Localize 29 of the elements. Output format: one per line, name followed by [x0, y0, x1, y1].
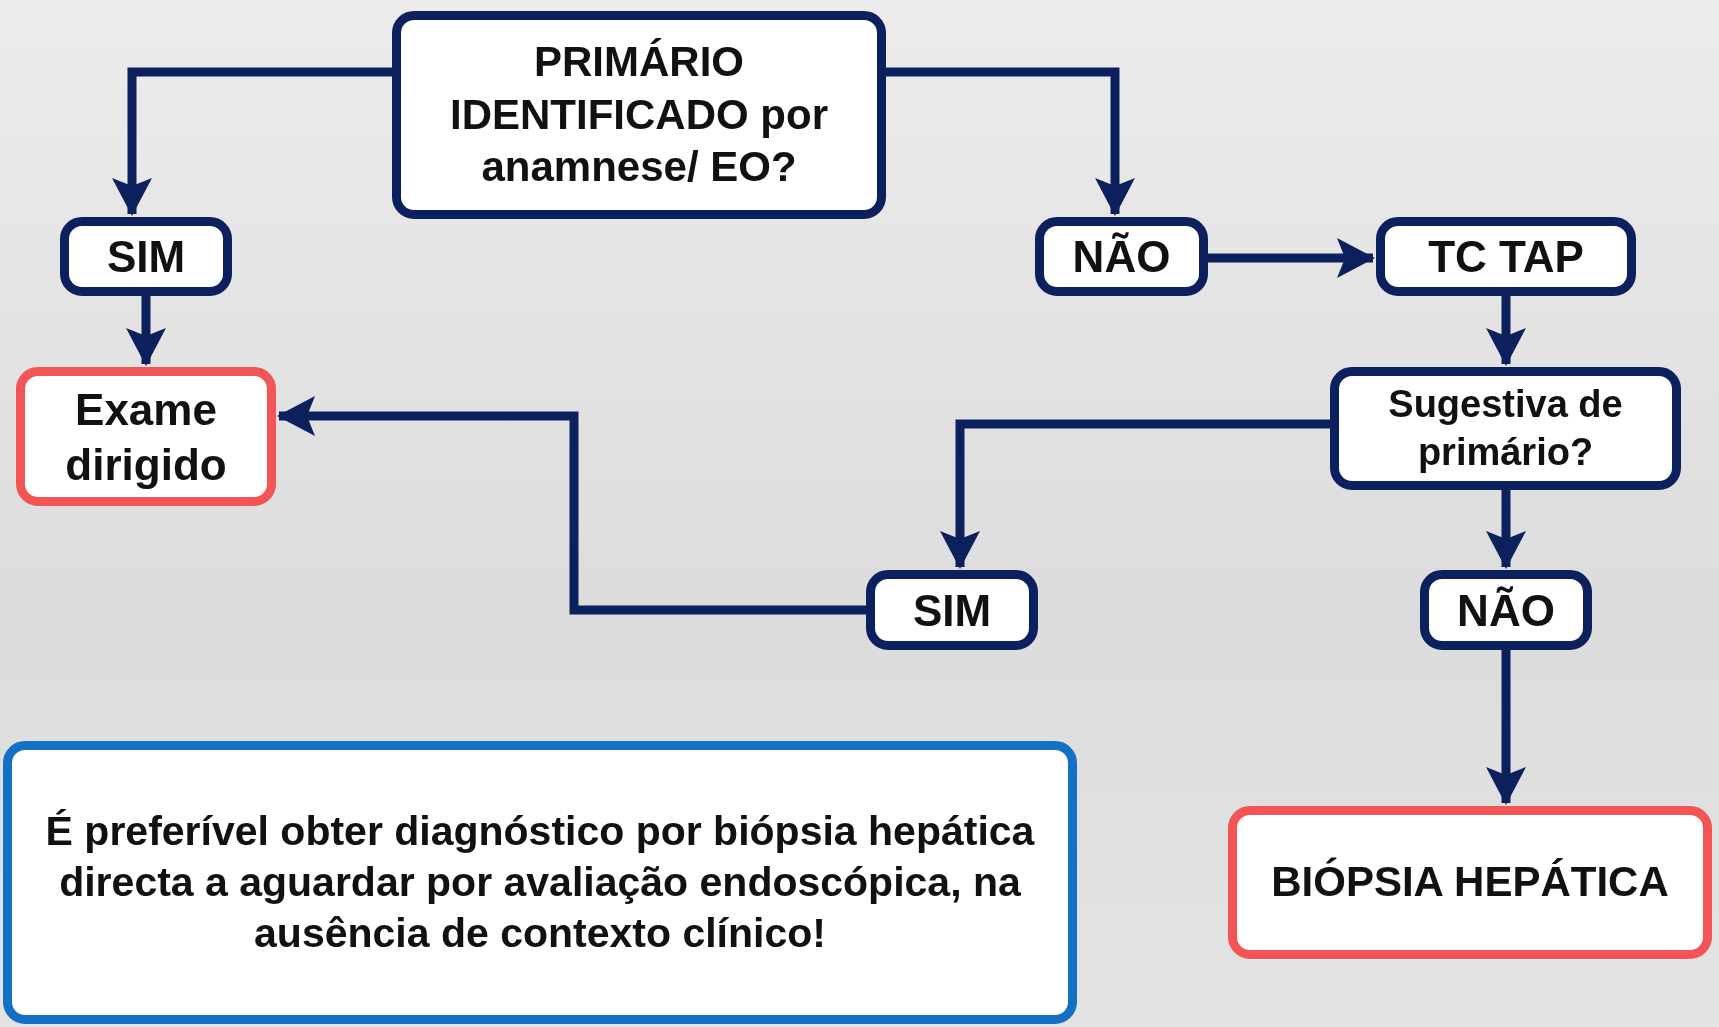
arrow — [277, 396, 866, 615]
arrow — [126, 296, 166, 366]
process-box — [1420, 570, 1592, 650]
box-text: É preferível obter diagnóstico por biópsia hepática directa a aguardar por avaliação endoscópica, na ausência de contexto clínico! — [44, 806, 1036, 959]
box-text: Sugestiva de primário? — [1387, 382, 1624, 475]
process-box — [16, 367, 276, 506]
arrow — [1486, 650, 1526, 805]
box-text: Exame dirigido — [64, 383, 228, 491]
box-text: NÃO — [1072, 231, 1171, 283]
process-box — [60, 217, 232, 296]
note-box — [3, 741, 1077, 1024]
box-text: TC TAP — [1428, 231, 1584, 283]
box-text: NÃO — [1457, 584, 1555, 637]
arrow — [1208, 238, 1375, 278]
process-box — [1035, 217, 1208, 296]
process-box — [1228, 806, 1712, 959]
process-box — [1376, 217, 1636, 296]
box-text: SIM — [912, 584, 992, 637]
box-text: SIM — [106, 231, 186, 283]
arrow — [1486, 296, 1526, 366]
arrow — [1486, 490, 1526, 569]
arrow — [112, 67, 392, 216]
box-text: PRIMÁRIO IDENTIFICADO por anamnese/ EO? — [449, 37, 829, 193]
process-box — [392, 11, 886, 219]
process-box — [866, 570, 1038, 650]
box-text: BIÓPSIA HEPÁTICA — [1271, 856, 1669, 908]
arrow — [940, 419, 1330, 569]
arrow — [886, 67, 1135, 216]
process-box — [1330, 367, 1681, 490]
